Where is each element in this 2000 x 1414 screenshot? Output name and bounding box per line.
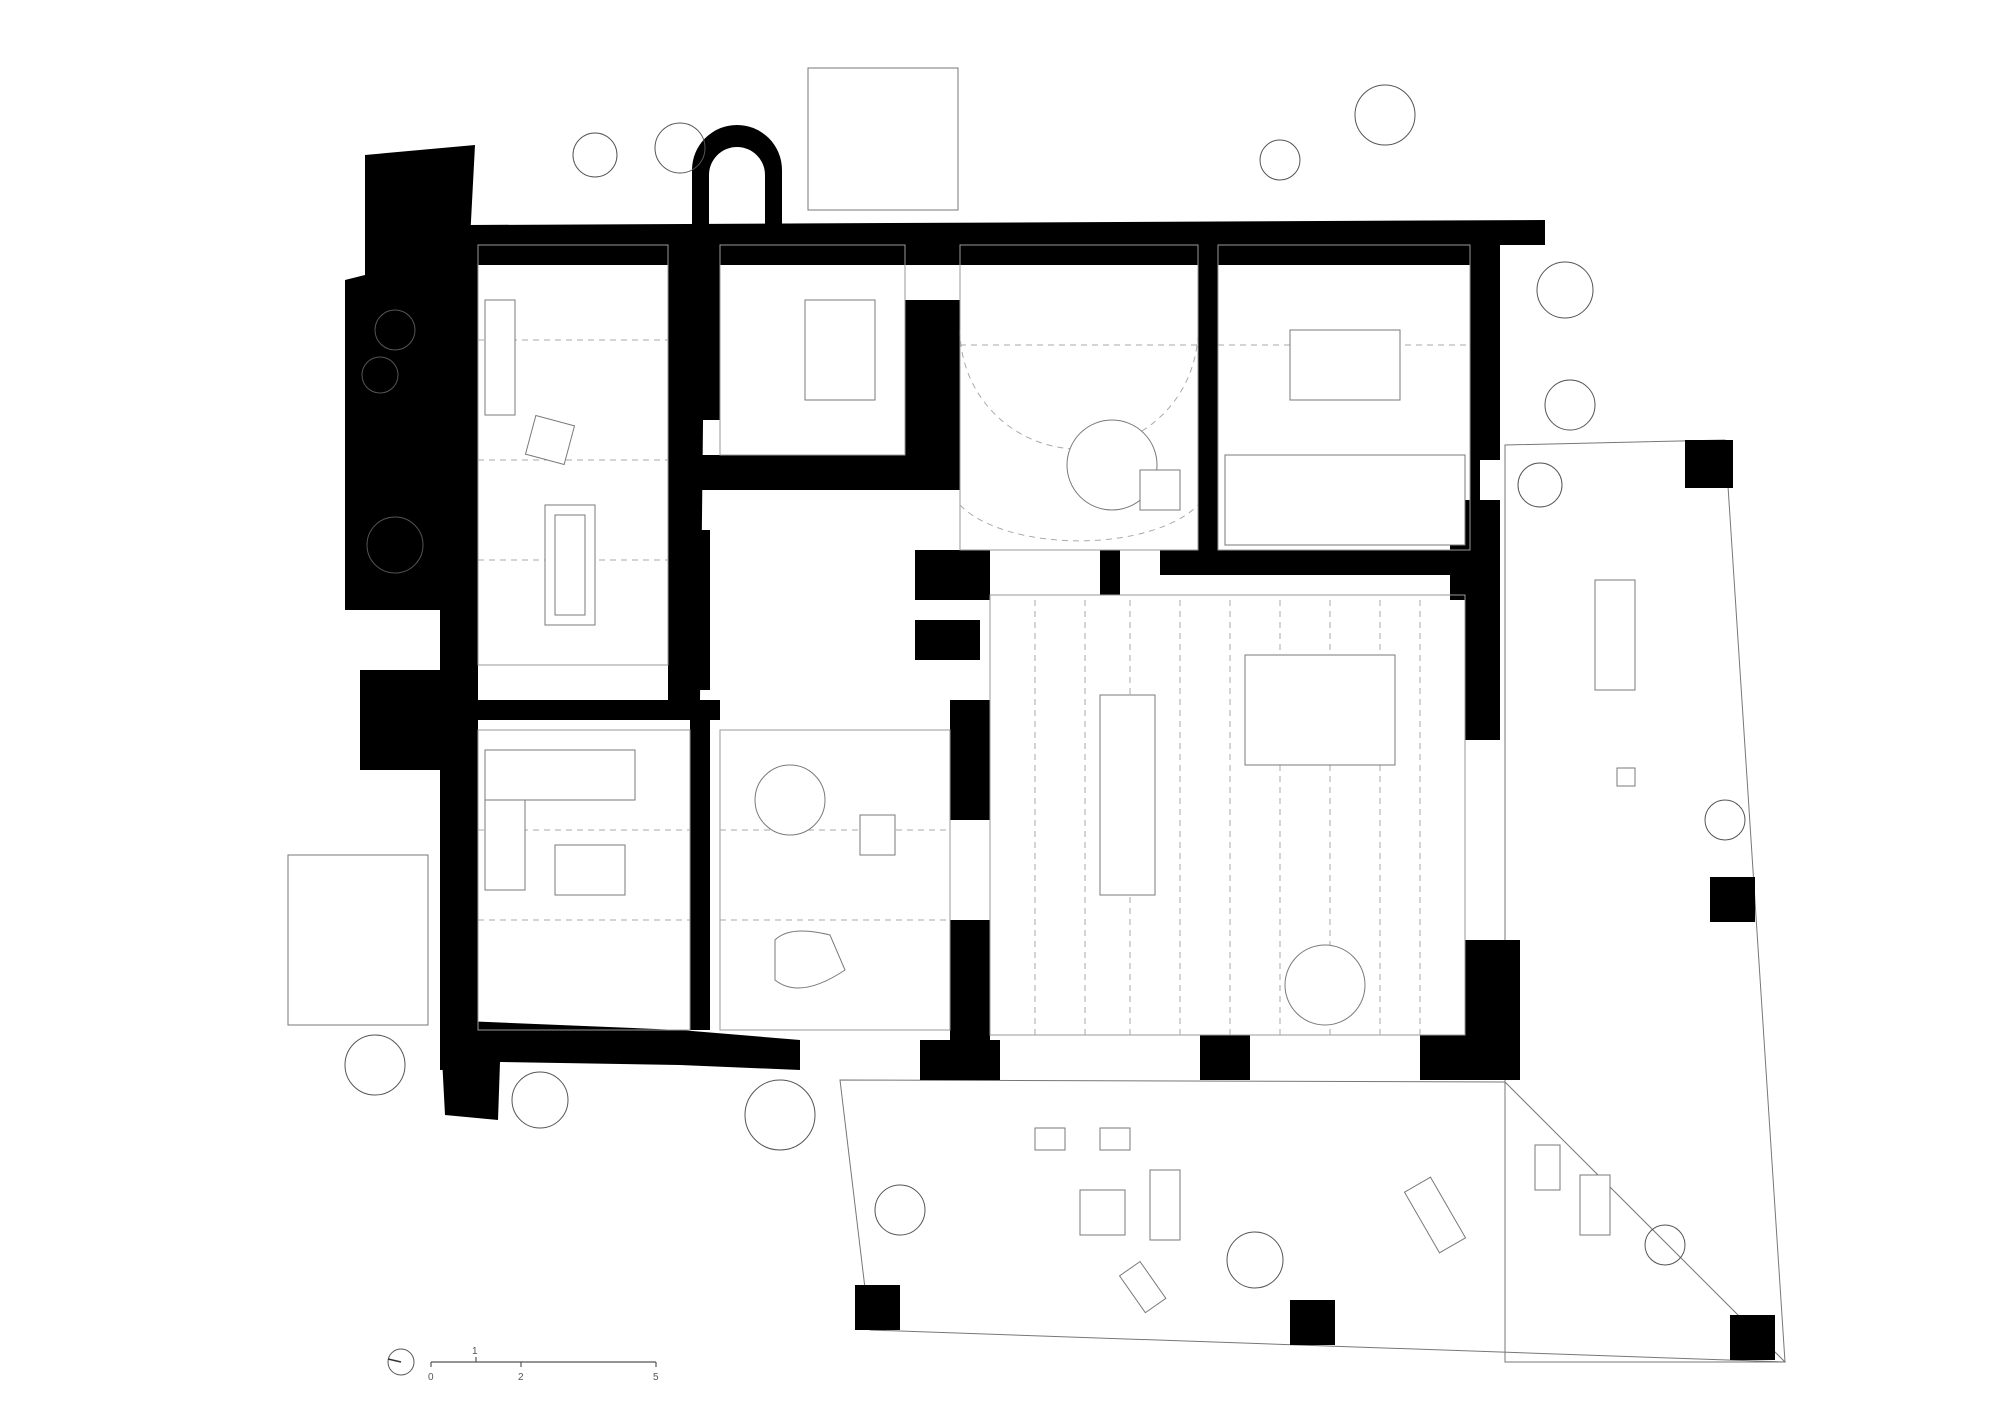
terrace-columns xyxy=(855,440,1775,1360)
scale-label-2: 2 xyxy=(518,1372,524,1383)
walls xyxy=(345,125,1545,1120)
north-terrace-right xyxy=(808,67,959,200)
scale-label-1: 1 xyxy=(472,1346,478,1357)
south-terrace xyxy=(839,1079,1787,1363)
north-terrace xyxy=(807,67,959,211)
scale-label-5: 5 xyxy=(653,1372,659,1383)
vegetation xyxy=(344,84,1746,1289)
scale-label-0: 0 xyxy=(428,1372,434,1383)
scale-bar: 0 1 2 5 xyxy=(428,1346,659,1383)
west-terrace xyxy=(287,854,429,1026)
terrace-furniture xyxy=(1034,579,1636,1314)
north-arrow-icon xyxy=(387,1348,415,1376)
furniture xyxy=(484,299,1466,1026)
room-outlines xyxy=(477,244,1471,1036)
